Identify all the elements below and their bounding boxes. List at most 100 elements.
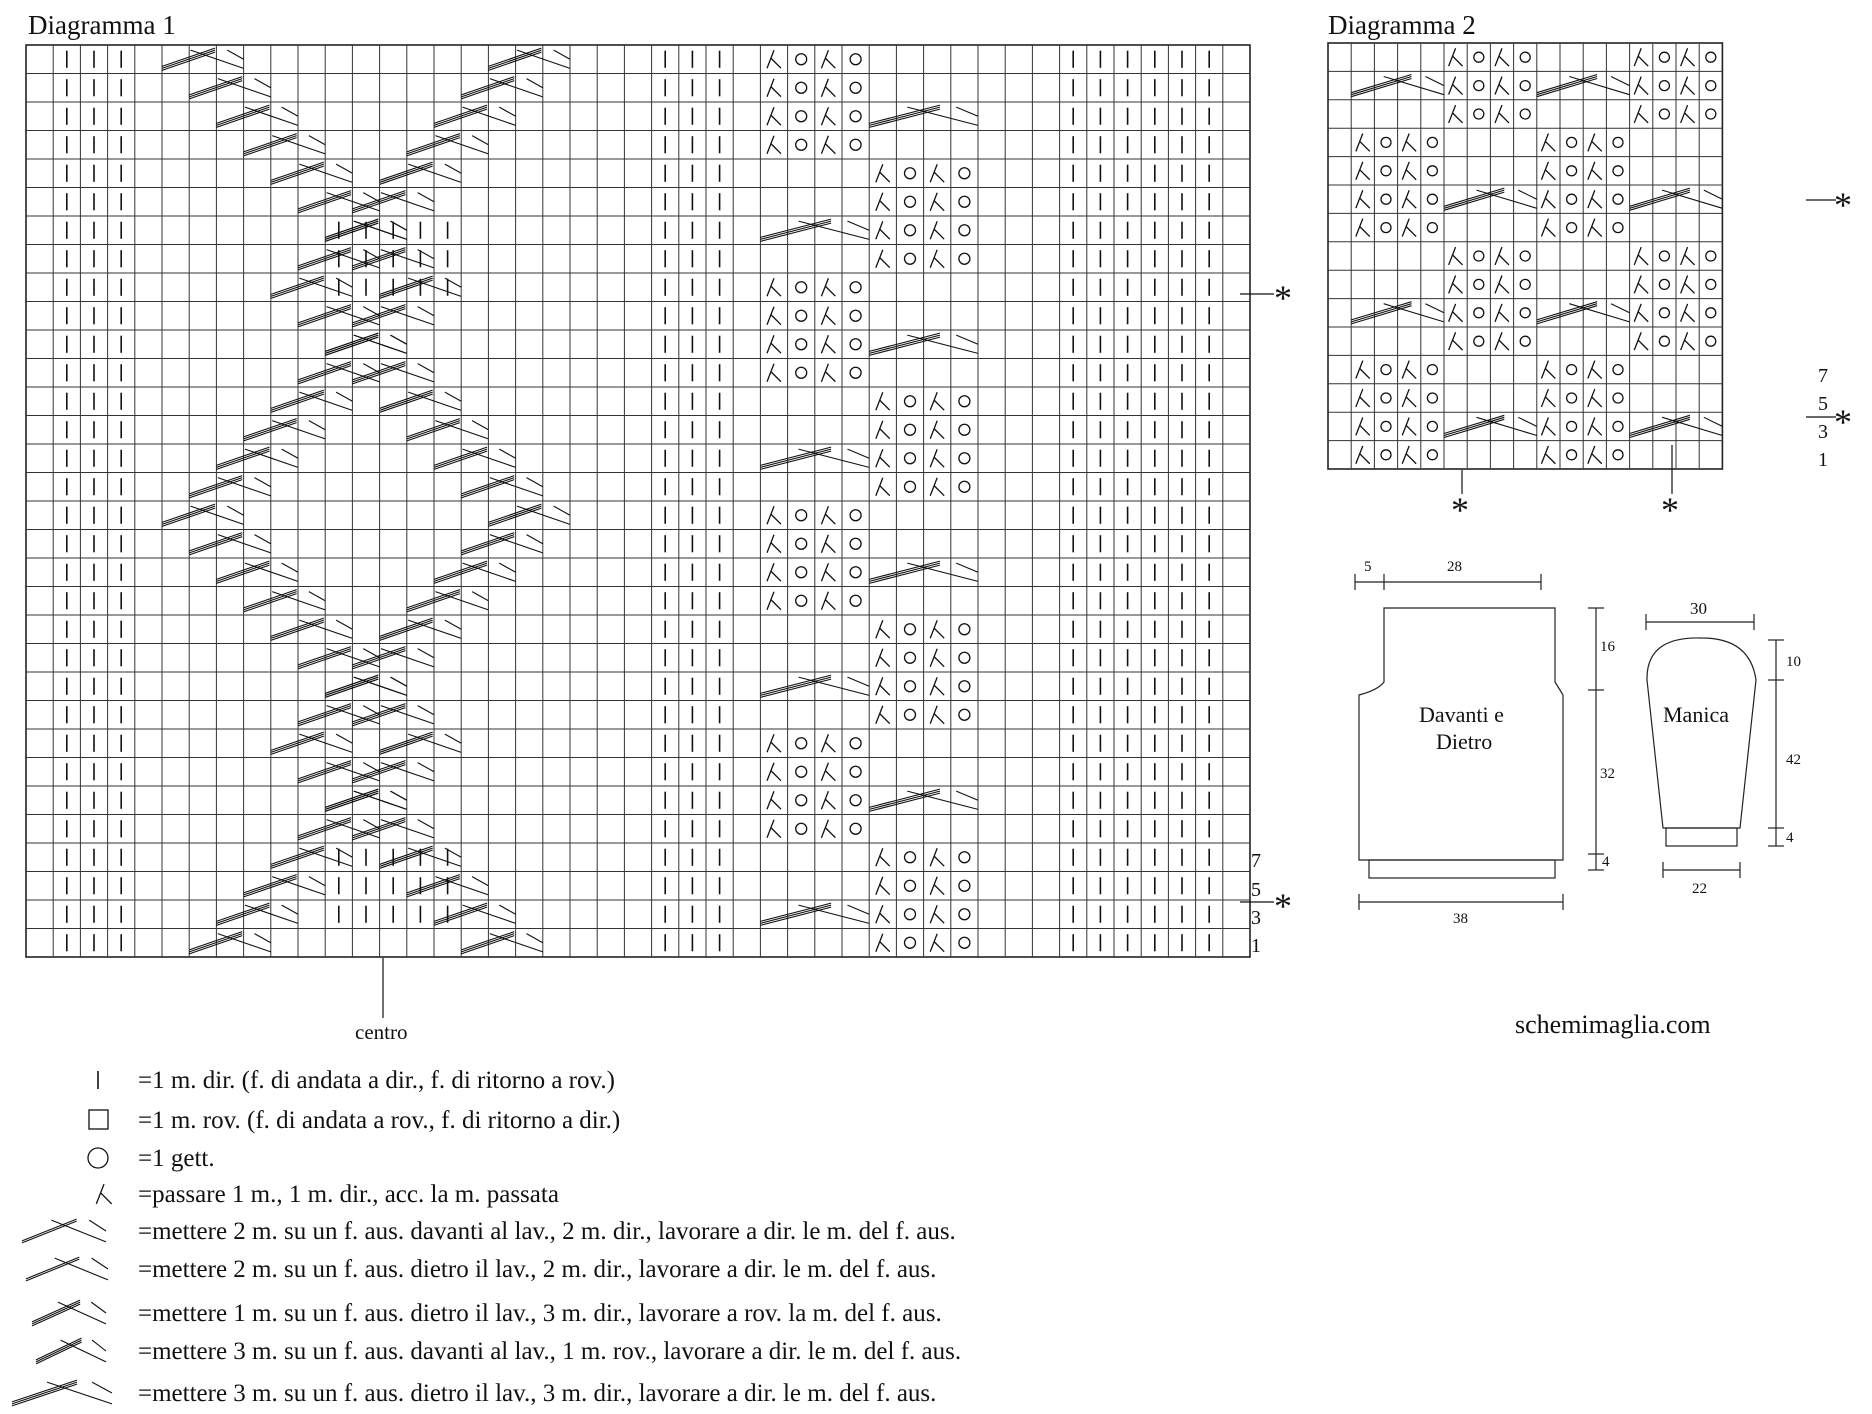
cable-strand — [760, 678, 832, 698]
diagram-2-stitch-symbols — [1351, 48, 1723, 465]
cable-strand — [297, 306, 352, 326]
cable-strand — [189, 475, 243, 495]
cable-strand — [760, 222, 832, 242]
cable-strand — [444, 391, 462, 402]
cable-strand — [407, 391, 462, 411]
cable-3-3-icon — [297, 361, 380, 385]
cable-2-2-icon — [869, 788, 979, 812]
cable-strand — [21, 1220, 77, 1244]
cable-strand — [352, 192, 406, 212]
decrease-icon — [875, 705, 891, 725]
decrease-icon — [1494, 303, 1510, 323]
yarn-over-icon — [958, 395, 971, 408]
cable-strand — [406, 876, 461, 896]
decrease-icon — [929, 933, 945, 953]
cable-strand — [91, 1339, 107, 1352]
decrease-icon — [929, 449, 945, 468]
cable-strand — [417, 306, 435, 317]
cable-strand — [516, 505, 571, 525]
decrease-icon — [929, 221, 945, 240]
yarn-over-icon — [795, 737, 808, 750]
cable-strand — [297, 762, 352, 782]
diagram-2-title: Diagramma 2 — [1328, 10, 1476, 40]
cable-strand — [407, 277, 462, 297]
yarn-over-icon — [903, 195, 917, 208]
cable-strand — [297, 190, 352, 210]
cable-strand — [243, 422, 297, 442]
cable-strand — [189, 536, 243, 556]
cable-3-3-icon — [216, 902, 299, 926]
cable-strand — [526, 477, 544, 488]
cable-strand — [489, 933, 543, 953]
decrease-icon — [820, 819, 836, 839]
decrease-icon — [929, 905, 945, 924]
cable-strand — [1536, 305, 1598, 325]
yarn-over-icon — [1705, 51, 1717, 63]
cable-strand — [1351, 305, 1412, 325]
cable-strand — [244, 106, 299, 126]
cable-strand — [299, 163, 353, 183]
cable-strand — [1383, 75, 1445, 96]
yarn-over-icon — [795, 822, 808, 835]
cable-strand — [243, 420, 297, 440]
decrease-icon — [1680, 275, 1696, 294]
cable-3-3-icon — [406, 874, 489, 898]
cable-strand — [297, 817, 352, 837]
cable-strand — [407, 847, 462, 867]
cable-strand — [1661, 189, 1723, 209]
cable-3-3-icon — [406, 418, 489, 442]
cable-3-3-icon — [461, 76, 544, 100]
yarn-over-icon — [958, 680, 971, 693]
decrease-icon — [820, 734, 836, 753]
yarn-over-icon — [1519, 250, 1531, 262]
yarn-over-icon — [1426, 221, 1439, 234]
cable-strand — [435, 591, 489, 611]
cable-2-2-icon — [760, 446, 870, 470]
decrease-icon — [929, 848, 945, 867]
yarn-over-icon — [1705, 335, 1717, 347]
yarn-over-icon — [958, 195, 971, 208]
cable-3-3-icon — [243, 589, 326, 613]
yarn-over-icon — [849, 765, 862, 778]
sleeve-schematic — [1645, 614, 1784, 878]
cable-strand — [1517, 416, 1538, 427]
decrease-icon — [1494, 332, 1510, 351]
legend-text-cable-3-3-back: =mettere 3 m. su un f. aus. dietro il la… — [138, 1380, 937, 1407]
yarn-over-icon — [1380, 363, 1392, 376]
cable-strand — [1351, 301, 1412, 321]
yarn-over-icon — [1426, 193, 1439, 205]
cable-strand — [461, 536, 515, 556]
yarn-over-icon — [1612, 136, 1624, 149]
cable-strand — [406, 591, 461, 611]
cable-strand — [1629, 416, 1691, 437]
decrease-icon — [875, 620, 891, 639]
cable-strand — [462, 448, 516, 468]
decrease-icon — [1587, 218, 1603, 238]
cable-strand — [281, 448, 299, 459]
cable-2-2-icon — [760, 218, 870, 242]
cable-strand — [270, 617, 325, 637]
decrease-icon — [875, 933, 891, 953]
cable-strand — [379, 619, 433, 639]
yarn-over-icon — [795, 537, 808, 550]
yarn-over-icon — [1519, 51, 1531, 63]
cable-strand — [1629, 189, 1691, 209]
decrease-icon — [929, 677, 945, 696]
cable-strand — [270, 277, 325, 297]
cable-3-3-icon — [189, 931, 272, 955]
cable-strand — [435, 876, 489, 896]
yarn-over-icon — [1705, 307, 1717, 319]
cable-strand — [1629, 191, 1691, 211]
body-dim-width: 38 — [1453, 911, 1468, 927]
cable-3-1-front-icon — [35, 1337, 107, 1365]
cable-strand — [352, 363, 406, 383]
cable-strand — [325, 218, 379, 238]
cable-strand — [270, 391, 325, 411]
decrease-icon — [766, 791, 782, 810]
yarn-over-icon — [958, 224, 971, 237]
yarn-over-icon — [1473, 250, 1485, 262]
cable-3-3-icon — [297, 247, 380, 271]
cable-strand — [379, 389, 433, 409]
cable-strand — [297, 251, 352, 271]
decrease-icon — [1401, 417, 1417, 436]
